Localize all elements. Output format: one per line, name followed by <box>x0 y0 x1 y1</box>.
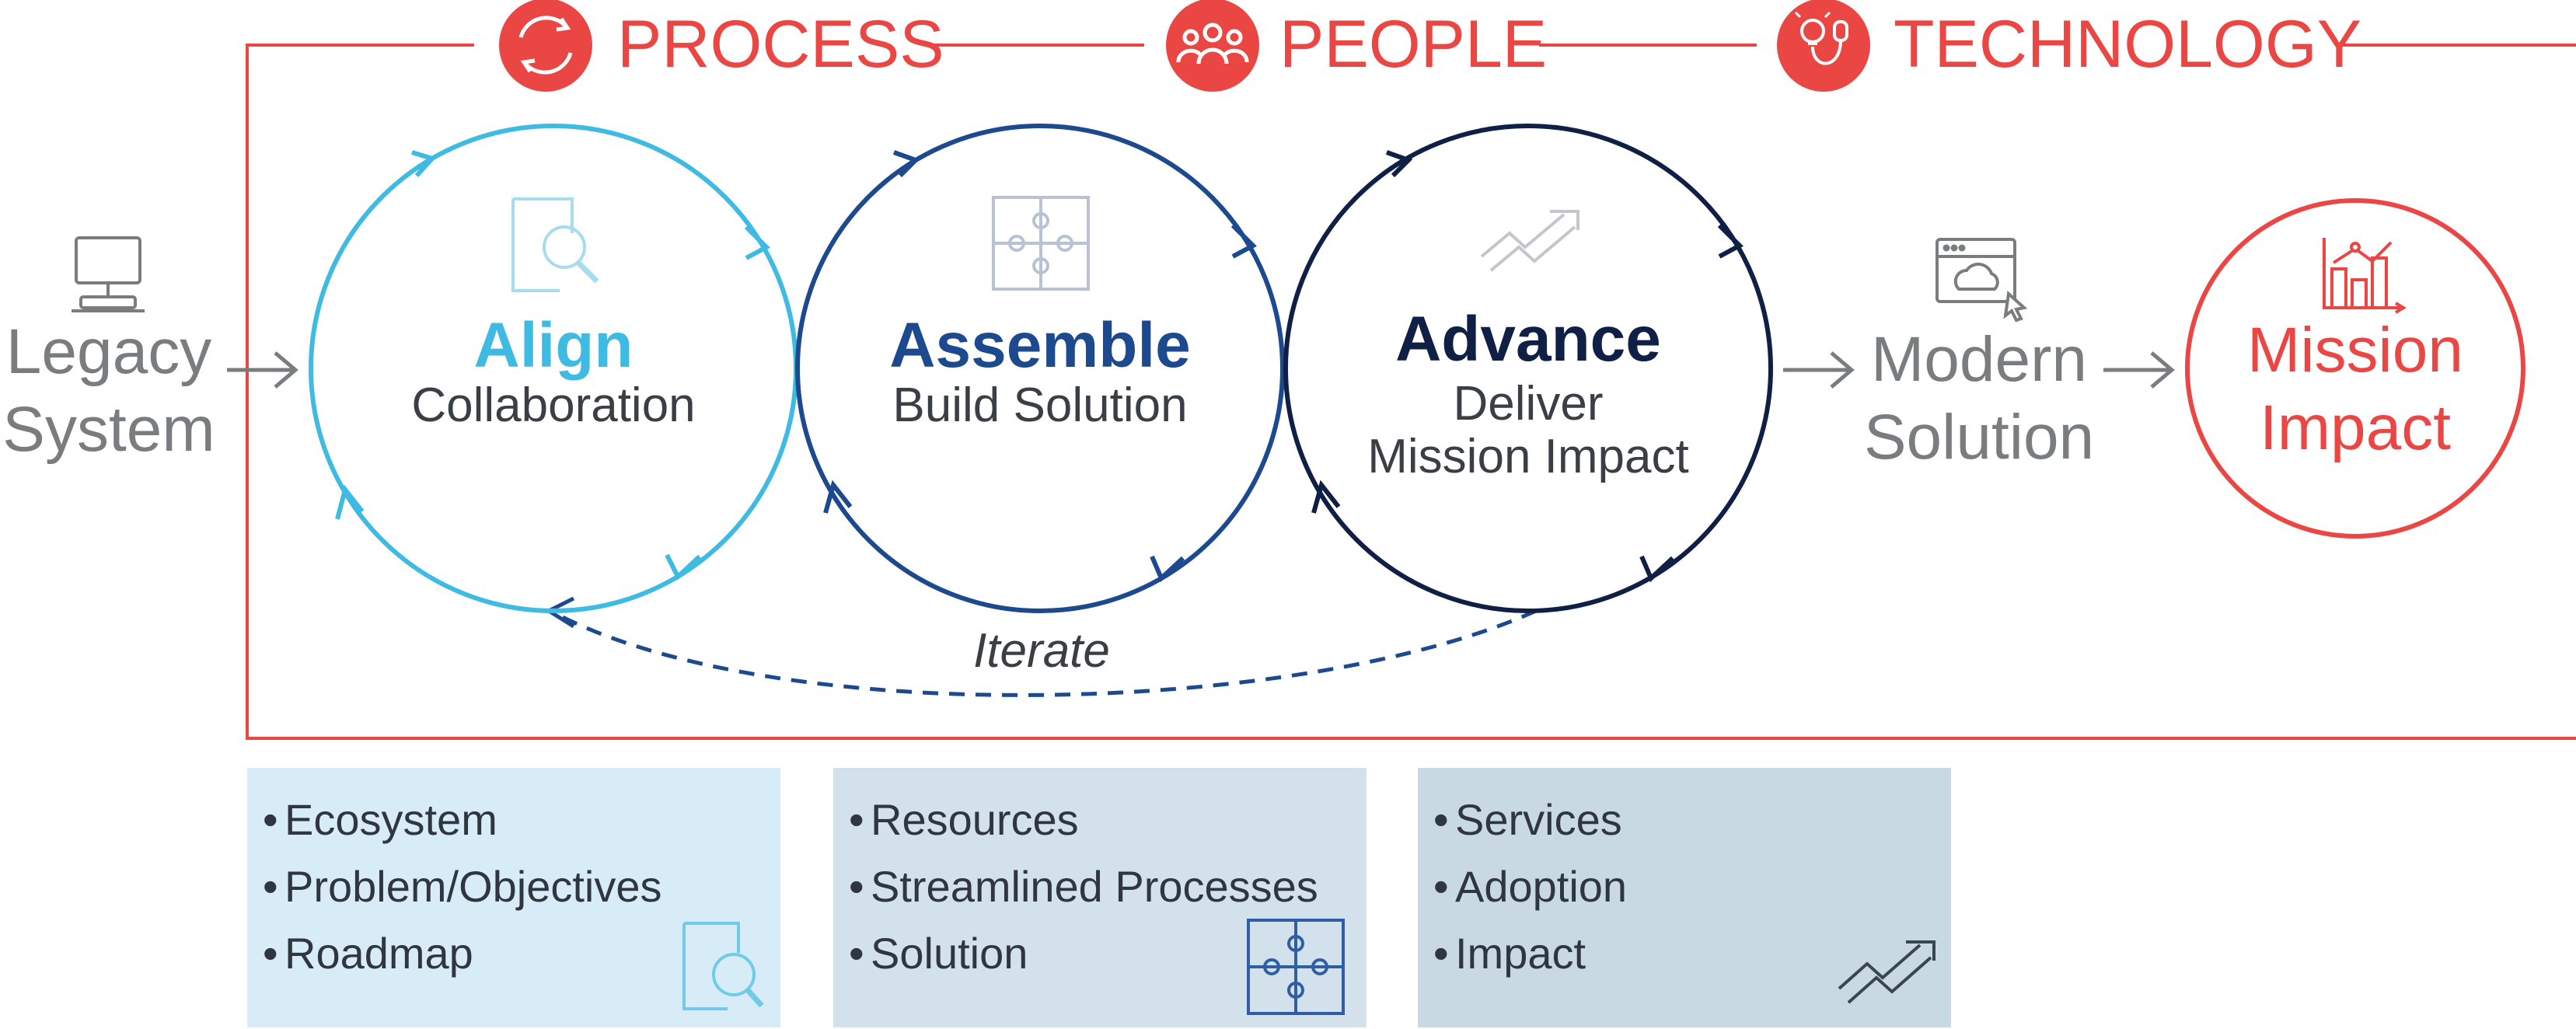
list-item: Streamlined Processes <box>833 853 1367 920</box>
panel-assemble-list: Resources Streamlined Processes Solution <box>833 768 1367 987</box>
list-item: Resources <box>833 787 1367 853</box>
advance-subtitle-2: Mission Impact <box>1367 430 1688 483</box>
cloud-window-icon <box>1935 238 2028 323</box>
panel-align: Ecosystem Problem/Objectives Roadmap <box>247 768 780 1027</box>
bar-chart-icon <box>2323 238 2407 314</box>
technology-icon <box>1777 0 1870 92</box>
process-icon <box>499 0 592 92</box>
panel-assemble: Resources Streamlined Processes Solution <box>833 768 1367 1027</box>
people-icon <box>1166 0 1259 92</box>
panel-align-list: Ecosystem Problem/Objectives Roadmap <box>247 768 780 987</box>
list-item: Services <box>1418 787 1951 853</box>
search-document-icon <box>682 922 764 1010</box>
assemble-subtitle: Build Solution <box>892 378 1187 432</box>
arrow-advance-to-modern <box>1783 351 1855 389</box>
process-label: PROCESS <box>617 7 944 82</box>
list-item: Roadmap <box>247 920 780 987</box>
list-item: Solution <box>833 920 1367 987</box>
assemble-title: Assemble <box>889 310 1190 381</box>
frame-border <box>246 44 2576 740</box>
modern-line2: Solution <box>1864 402 2094 473</box>
list-item: Ecosystem <box>247 787 780 853</box>
computer-icon <box>72 236 145 312</box>
arrow-modern-to-mission <box>2103 351 2175 389</box>
mission-circle <box>2185 198 2525 539</box>
legacy-line2: System <box>2 394 215 465</box>
puzzle-icon <box>1247 919 1345 1015</box>
arrow-legacy-to-align <box>227 351 298 389</box>
puzzle-icon <box>992 196 1090 291</box>
list-item: Adoption <box>1418 853 1951 920</box>
technology-label: TECHNOLOGY <box>1894 7 2361 82</box>
people-label: PEOPLE <box>1279 7 1547 82</box>
advance-title: Advance <box>1395 304 1661 375</box>
list-item: Problem/Objectives <box>247 853 780 920</box>
iterate-arc <box>552 609 1538 697</box>
mission-line1: Mission <box>2247 315 2463 385</box>
panel-advance: Services Adoption Impact <box>1418 768 1951 1027</box>
search-document-icon <box>511 197 599 292</box>
panel-advance-list: Services Adoption Impact <box>1418 768 1951 987</box>
list-item: Impact <box>1418 920 1951 987</box>
align-subtitle: Collaboration <box>411 378 695 432</box>
mission-line2: Impact <box>2260 392 2451 463</box>
advance-circle <box>1283 124 1773 613</box>
trend-up-icon <box>1480 210 1579 272</box>
modern-line1: Modern <box>1871 324 2087 395</box>
advance-subtitle-1: Deliver <box>1454 377 1604 431</box>
legacy-line1: Legacy <box>6 316 211 387</box>
iterate-label: Iterate <box>973 624 1110 678</box>
align-title: Align <box>474 310 634 381</box>
assemble-circle <box>795 124 1285 613</box>
trend-up-icon <box>1838 940 1935 1004</box>
